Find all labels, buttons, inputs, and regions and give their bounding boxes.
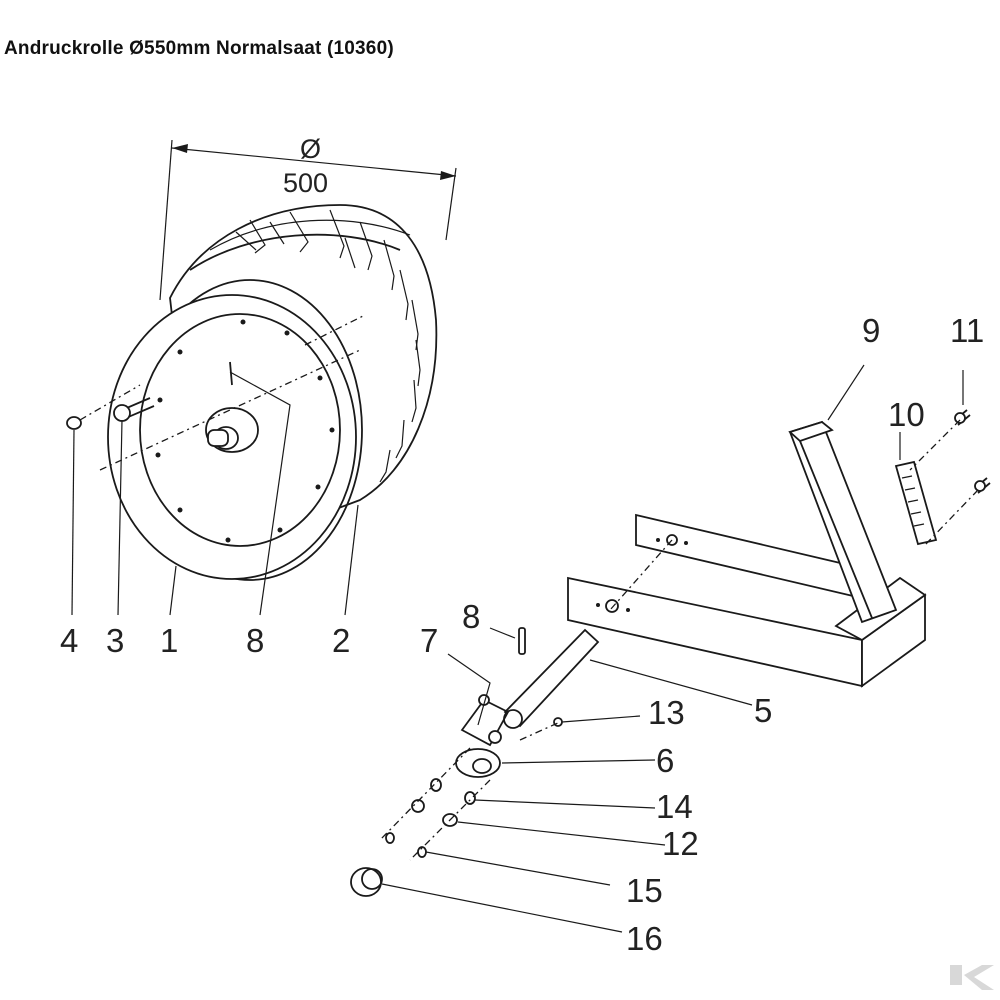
- part-label-7: 7: [420, 622, 438, 659]
- part-label-8-axle: 8: [462, 598, 480, 635]
- part-label-12: 12: [662, 825, 699, 862]
- leader-lines: [71, 364, 964, 933]
- diameter-value: 500: [283, 168, 328, 198]
- part-label-3: 3: [106, 622, 124, 659]
- small-parts: [379, 717, 563, 861]
- scale-plate-10: [894, 460, 938, 546]
- part-label-15: 15: [626, 872, 663, 909]
- pin-8-axle: [518, 627, 526, 655]
- wheel-disc: [99, 294, 366, 580]
- flange-6: [455, 748, 501, 778]
- part-label-11: 11: [950, 312, 984, 349]
- frame: [567, 420, 927, 688]
- part-label-2: 2: [332, 622, 350, 659]
- part-label-6: 6: [656, 742, 674, 779]
- hub-cap-16: [350, 867, 383, 897]
- diameter-dimension: Ø 500: [159, 134, 457, 301]
- part-label-4: 4: [60, 622, 78, 659]
- watermark-logo-icon: [950, 965, 994, 990]
- part-label-8-wheel: 8: [246, 622, 264, 659]
- part-label-14: 14: [656, 788, 693, 825]
- part-label-10: 10: [888, 396, 925, 433]
- diagram-title: Andruckrolle Ø550mm Normalsaat (10360): [4, 38, 394, 59]
- part-label-13: 13: [648, 694, 685, 731]
- diameter-symbol: Ø: [300, 134, 321, 164]
- bolts-11: [909, 409, 991, 546]
- part-label-16: 16: [626, 920, 663, 957]
- pin-8-wheel: [229, 361, 233, 386]
- axle-5: [503, 628, 600, 729]
- bolt-3: [113, 397, 155, 422]
- part-label-5: 5: [754, 692, 772, 729]
- part-label-1: 1: [160, 622, 178, 659]
- nut-4: [66, 384, 141, 430]
- part-label-9: 9: [862, 312, 880, 349]
